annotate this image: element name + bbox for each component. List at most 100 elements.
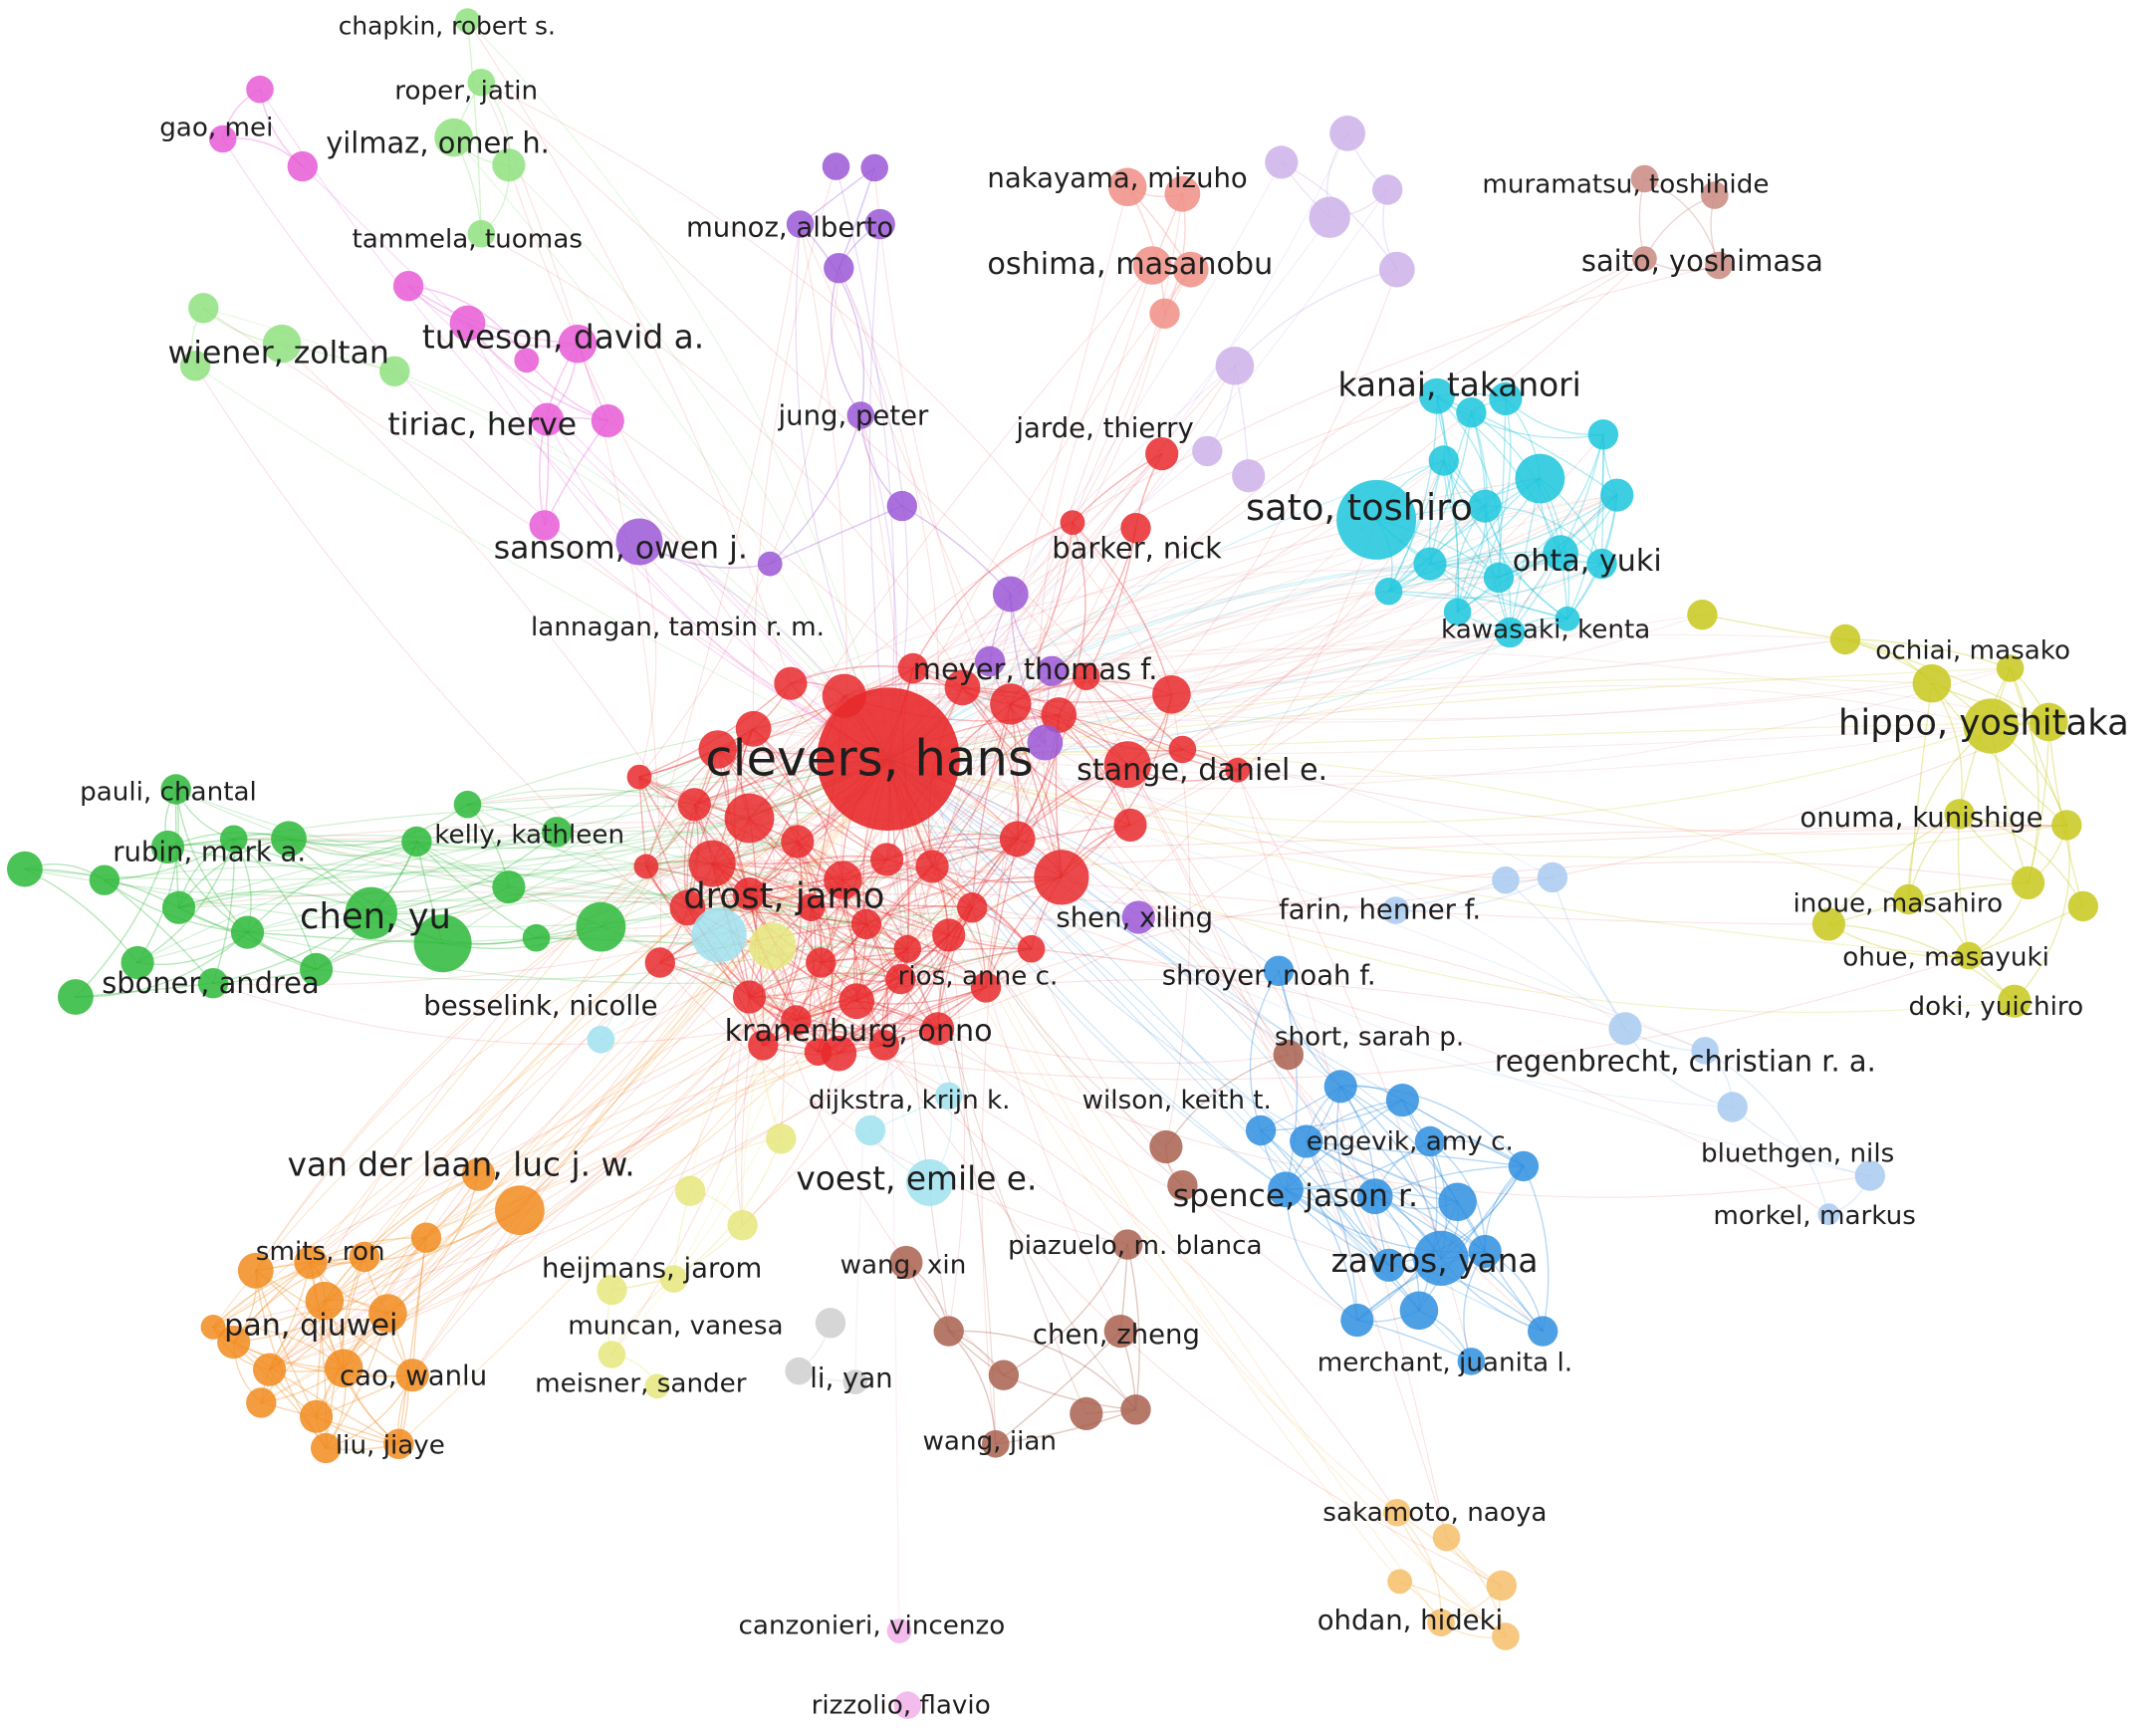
author-label-liu[interactable]: liu, jiaye [336,1430,445,1460]
author-node-lightblue[interactable] [1691,1037,1719,1065]
author-node-red[interactable] [626,764,652,790]
author-label-rubin[interactable]: rubin, mark a. [113,836,306,867]
author-node-cyan[interactable] [1555,606,1580,631]
author-node-lightcyan[interactable] [934,1082,963,1111]
author-node-brown[interactable] [1070,1396,1103,1430]
author-node-paleyellow[interactable] [598,1341,626,1368]
author-label-drost[interactable]: drost, jarno [683,875,884,916]
author-node-green[interactable] [300,952,334,987]
author-node-red[interactable] [669,889,706,926]
author-node-yellow[interactable] [1944,799,1975,830]
author-node-orange[interactable] [253,1353,287,1386]
author-node-yellow[interactable] [1998,984,2032,1018]
author-label-regenbrecht[interactable]: regenbrecht, christian r. a. [1495,1045,1876,1079]
author-node-orange[interactable] [237,1252,274,1289]
author-node-blue[interactable] [1323,1070,1357,1104]
author-label-barker[interactable]: barker, nick [1052,532,1222,566]
author-label-shroyer[interactable]: shroyer, noah f. [1162,960,1376,992]
author-node-orange[interactable] [217,1326,251,1360]
author-node-red[interactable] [797,893,826,922]
author-node-red[interactable] [781,1005,812,1036]
author-node-red[interactable] [822,673,866,718]
author-node-orange[interactable] [383,1428,414,1460]
author-node-green[interactable] [7,851,43,887]
author-label-lannagan[interactable]: lannagan, tamsin r. m. [531,613,825,642]
author-label-vanderlaan[interactable]: van der laan, luc j. w. [288,1146,635,1184]
author-node-brown[interactable] [889,1245,923,1280]
author-node-pink[interactable] [529,510,560,541]
author-node-peach[interactable] [1387,1569,1412,1595]
author-node-lavender[interactable] [1192,435,1223,467]
author-node-cyan[interactable] [1413,547,1447,581]
author-node-red[interactable] [806,947,837,978]
author-label-farin[interactable]: farin, henner f. [1279,893,1481,925]
author-label-onuma[interactable]: onuma, kunishige [1799,802,2042,834]
author-node-brown[interactable] [981,1430,1010,1458]
author-label-muncan[interactable]: muncan, vanesa [568,1311,783,1341]
author-node-lavender[interactable] [1232,459,1266,493]
author-node-red[interactable] [821,1035,857,1072]
author-node-green[interactable] [161,890,196,924]
author-node-cyan[interactable] [1456,397,1487,428]
author-node-brown[interactable] [1149,1129,1183,1164]
author-node-red[interactable] [748,1030,779,1061]
author-label-muramatsu[interactable]: muramatsu, toshihide [1482,169,1769,199]
author-node-blue[interactable] [1290,1124,1323,1158]
author-node-lightgreen[interactable] [455,8,480,34]
author-node-lightgreen[interactable] [379,356,410,386]
author-label-ohta[interactable]: ohta, yuki [1513,544,1662,579]
author-node-red[interactable] [893,934,922,963]
author-node-red[interactable] [774,666,808,700]
author-node-yellow[interactable] [1687,600,1718,630]
author-node-pink[interactable] [530,402,565,436]
author-node-green[interactable] [453,790,482,819]
author-node-orange[interactable] [305,1281,345,1321]
author-node-red[interactable] [999,821,1036,858]
author-label-dijkstra[interactable]: dijkstra, krijn k. [809,1086,1011,1115]
author-node-lightpink[interactable] [886,1618,912,1643]
author-node-green[interactable] [522,923,551,952]
author-node-green[interactable] [197,968,229,999]
author-label-heijmans[interactable]: heijmans, jarom [542,1253,762,1285]
author-node-rosybrown[interactable] [1701,181,1729,209]
author-node-green[interactable] [58,979,94,1015]
author-label-gao[interactable]: gao, mei [159,114,273,143]
author-node-red[interactable] [1145,437,1179,471]
author-label-oshima[interactable]: oshima, masanobu [987,247,1273,282]
author-label-cao[interactable]: cao, wanlu [340,1360,487,1391]
author-node-lightgreen[interactable] [467,219,496,248]
author-label-kawasaki[interactable]: kawasaki, kenta [1441,616,1650,645]
author-node-yellow[interactable] [1829,623,1861,655]
author-node-lavender[interactable] [1309,196,1350,238]
author-node-purple[interactable] [615,518,663,566]
author-node-blue[interactable] [1468,1234,1502,1269]
author-node-red[interactable] [957,892,988,923]
author-node-red[interactable] [897,652,928,684]
author-node-green[interactable] [120,945,154,980]
author-node-paleyellow[interactable] [749,922,797,970]
author-node-blue[interactable] [1385,1084,1419,1117]
author-node-red[interactable] [1017,934,1046,963]
author-node-cyan[interactable] [1543,535,1578,571]
author-node-purple[interactable] [860,153,888,182]
author-node-red[interactable] [1041,697,1078,733]
author-node-red[interactable] [990,683,1032,725]
author-node-red[interactable] [838,983,875,1020]
author-node-red[interactable] [870,843,904,876]
author-label-piazuelo[interactable]: piazuelo, m. blanca [1008,1231,1263,1261]
author-node-orange[interactable] [368,1294,407,1333]
author-node-cyan[interactable] [1515,453,1565,504]
author-node-red[interactable] [1120,513,1151,544]
author-node-cyan[interactable] [1428,445,1460,476]
author-label-wangxin[interactable]: wang, xin [840,1251,967,1281]
author-node-yellow[interactable] [1893,883,1924,915]
author-label-voest[interactable]: voest, emile e. [796,1159,1037,1197]
author-node-lightcyan[interactable] [905,1158,953,1206]
author-node-cyan[interactable] [1336,479,1417,560]
author-node-lavender[interactable] [1378,251,1415,288]
author-label-saito[interactable]: saito, yoshimasa [1581,244,1823,278]
author-node-orange[interactable] [324,1349,363,1388]
author-node-yellow[interactable] [2030,702,2068,742]
author-node-purple[interactable] [1027,724,1064,761]
author-node-lightcyan[interactable] [691,907,747,963]
